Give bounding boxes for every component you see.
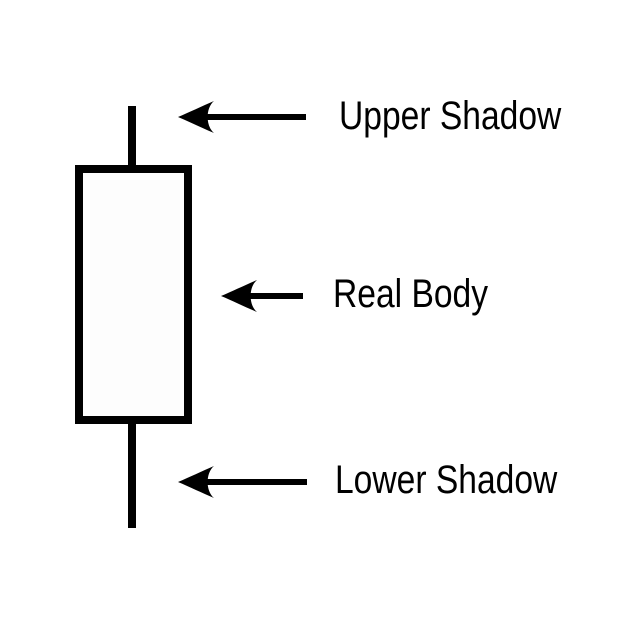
lower-shadow-label: Lower Shadow [335,458,558,502]
callout-arrows [178,101,307,498]
upper-shadow-label: Upper Shadow [339,94,562,138]
candlestick [75,106,192,528]
real-body-rect [75,165,192,424]
arrow-head [178,466,214,498]
real-body-label: Real Body [333,272,489,316]
arrow-head [178,101,214,133]
real-body-arrow-icon [221,280,303,312]
arrow-head [221,280,257,312]
lower-shadow-arrow-icon [178,466,307,498]
upper-shadow-arrow-icon [178,101,306,133]
